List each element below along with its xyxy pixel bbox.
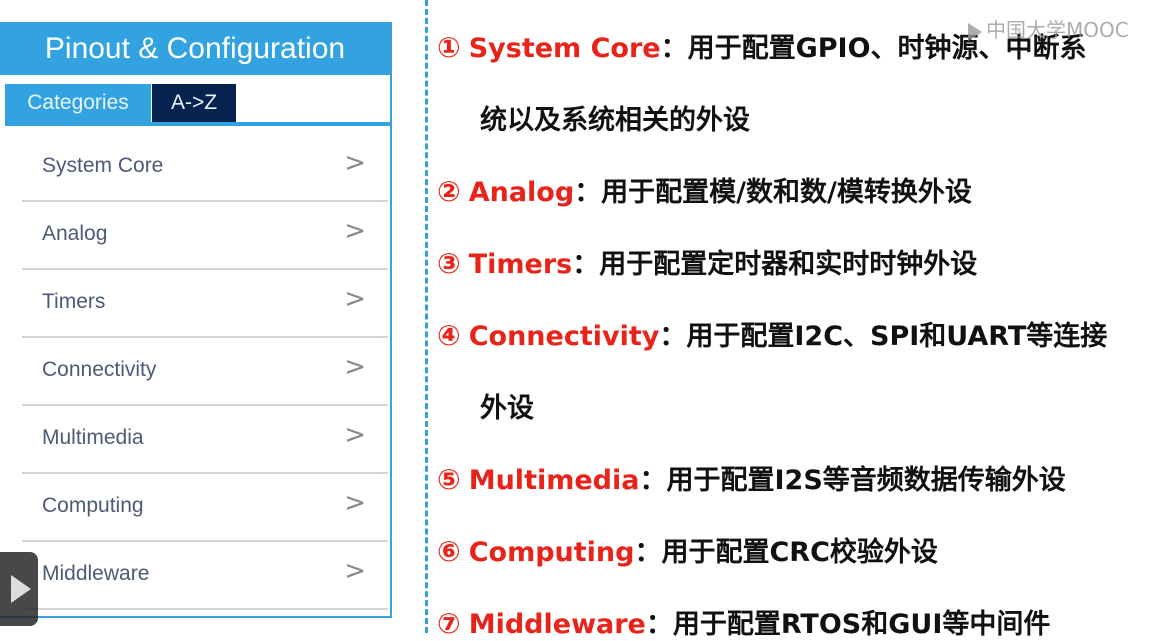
note-number: ⑥ (437, 535, 461, 568)
chevron-right-icon: > (344, 352, 366, 382)
note-continuation: 外设 (480, 393, 534, 424)
note-keyword: System Core (468, 33, 661, 64)
category-label: Computing (42, 494, 144, 517)
note-keyword: Connectivity (468, 321, 660, 352)
panel-title: Pinout & Configuration (0, 22, 390, 75)
category-multimedia[interactable]: Multimedia > (22, 406, 388, 474)
note-number: ③ (437, 247, 461, 280)
note-text: ：用于配置定时器和实时时钟外设 (572, 249, 978, 280)
tab-a-to-z[interactable]: A->Z (152, 84, 236, 122)
category-label: Timers (42, 290, 106, 313)
chevron-right-icon: > (344, 488, 366, 518)
note-text: ：用于配置GPIO、时钟源、中断系 (660, 33, 1087, 64)
note-keyword: Middleware (468, 609, 646, 640)
note-keyword: Analog (468, 177, 575, 208)
category-label: Connectivity (42, 358, 157, 381)
note-text: ：用于配置模/数和数/模转换外设 (574, 177, 972, 208)
tab-bar: Categories A->Z (5, 84, 390, 126)
chevron-right-icon: > (344, 420, 366, 450)
category-connectivity[interactable]: Connectivity > (22, 338, 388, 406)
chevron-right-icon: > (344, 148, 366, 178)
watermark-text: 中国大学MOOC (986, 18, 1129, 42)
chevron-right-icon: > (344, 216, 366, 246)
note-continuation: 统以及系统相关的外设 (480, 105, 750, 136)
mooc-logo-icon (968, 22, 982, 41)
category-middleware[interactable]: Middleware > (22, 542, 388, 610)
category-system-core[interactable]: System Core > (22, 134, 388, 202)
note-text: ：用于配置CRC校验外设 (634, 537, 938, 568)
note-number: ⑦ (437, 607, 461, 640)
category-analog[interactable]: Analog > (22, 202, 388, 270)
note-text: ：用于配置RTOS和GUI等中间件 (645, 609, 1051, 640)
note-keyword: Multimedia (468, 465, 640, 496)
dashed-divider (425, 0, 428, 633)
pinout-configuration-panel: Pinout & Configuration Categories A->Z S… (0, 22, 392, 618)
category-timers[interactable]: Timers > (22, 270, 388, 338)
note-text: ：用于配置I2S等音频数据传输外设 (639, 465, 1066, 496)
play-button[interactable] (0, 552, 38, 626)
category-label: Multimedia (42, 426, 144, 449)
note-number: ① (437, 31, 461, 64)
category-list: System Core > Analog > Timers > Connectivit… (22, 134, 388, 610)
note-number: ⑤ (437, 463, 461, 496)
tab-categories[interactable]: Categories (5, 84, 151, 122)
note-number: ④ (437, 319, 461, 352)
category-label: Analog (42, 222, 108, 245)
category-computing[interactable]: Computing > (22, 474, 388, 542)
note-keyword: Timers (468, 249, 573, 280)
play-icon (11, 575, 31, 603)
note-keyword: Computing (468, 537, 635, 568)
watermark: 中国大学MOOC (968, 14, 1129, 43)
category-label: Middleware (42, 562, 150, 585)
chevron-right-icon: > (344, 556, 366, 586)
chevron-right-icon: > (344, 284, 366, 314)
category-label: System Core (42, 154, 164, 177)
note-number: ② (437, 175, 461, 208)
note-text: ：用于配置I2C、SPI和UART等连接 (659, 321, 1108, 352)
